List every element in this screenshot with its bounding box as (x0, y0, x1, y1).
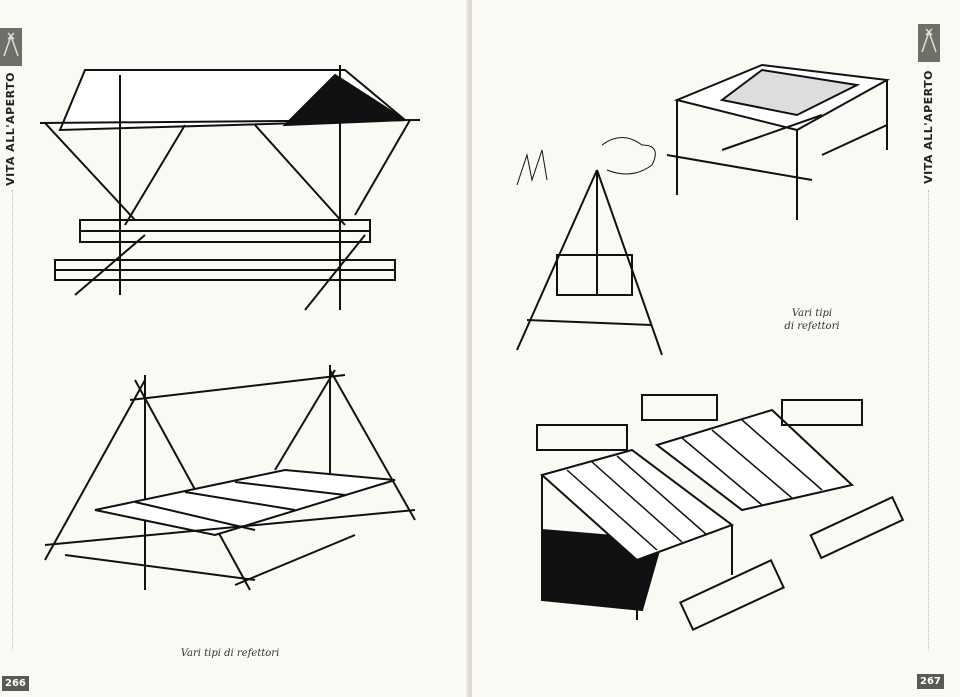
caption: Vari tipi di refettori (180, 648, 280, 659)
book-gutter (466, 0, 474, 697)
log-table-illustration (666, 63, 891, 220)
page-number: 266 (2, 676, 29, 691)
right-page: VITA ALL'APERTO 267 Vari tipi di refetto… (472, 0, 960, 697)
plank-table-illustration (44, 365, 416, 591)
tarp-covered-table-illustration (39, 65, 421, 311)
left-page: VITA ALL'APERTO 266 Vari tipi di refetto… (0, 0, 468, 697)
section-tab-label: VITA ALL'APERTO (922, 70, 935, 184)
margin-rule (928, 190, 929, 650)
caption-line-2: di refettori (784, 321, 840, 332)
tent-icon (918, 24, 940, 62)
tripod-table-illustration (516, 137, 663, 356)
log-tables-with-benches-illustration (536, 394, 905, 632)
caption-line-1: Vari tipi (791, 308, 833, 319)
margin-rule (12, 190, 13, 650)
tent-icon (0, 28, 22, 66)
page-number: 267 (917, 674, 944, 689)
section-tab-label: VITA ALL'APERTO (4, 72, 17, 186)
